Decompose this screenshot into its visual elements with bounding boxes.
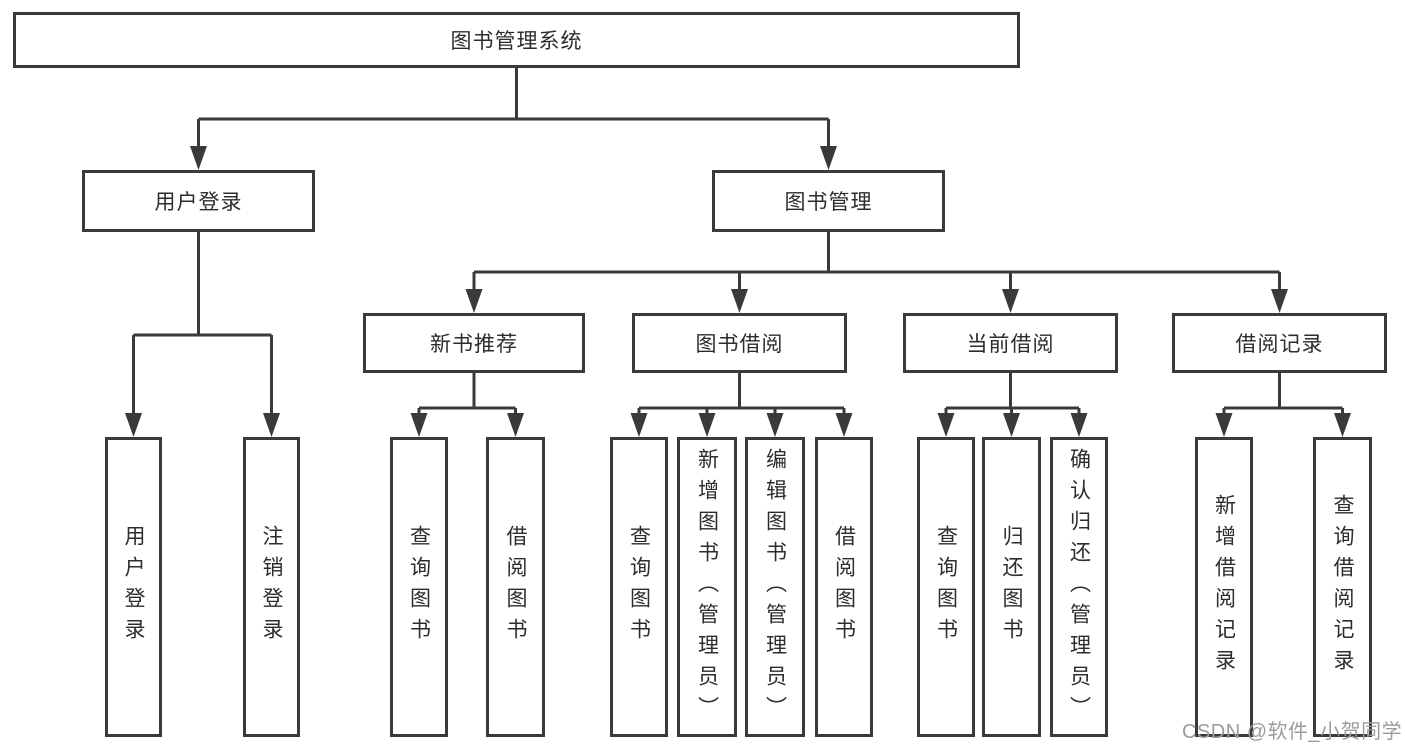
node-cb-query: 查询图书 bbox=[917, 437, 975, 737]
node-cb-return: 归还图书 bbox=[982, 437, 1041, 737]
arrowhead bbox=[190, 146, 207, 170]
node-label-book-mgmt: 图书管理 bbox=[784, 191, 873, 214]
arrowhead bbox=[1002, 289, 1019, 313]
node-nb-query: 查询图书 bbox=[390, 437, 448, 737]
arrowhead bbox=[465, 289, 483, 313]
arrowhead bbox=[630, 413, 648, 437]
node-label-cb-confirm: 确认归还（管理员） bbox=[1067, 447, 1091, 727]
node-label-bb-add: 新增图书（管理员） bbox=[695, 447, 719, 727]
arrowhead bbox=[1003, 413, 1020, 437]
node-label-cb-query: 查询图书 bbox=[934, 525, 958, 649]
arrowhead bbox=[766, 413, 784, 437]
arrowhead bbox=[1070, 413, 1088, 437]
connector-root bbox=[190, 68, 837, 170]
arrowhead bbox=[731, 289, 748, 313]
arrowhead bbox=[1271, 289, 1288, 313]
arrowhead bbox=[1215, 413, 1233, 437]
node-bb-edit: 编辑图书（管理员） bbox=[745, 437, 805, 737]
node-bb-query: 查询图书 bbox=[610, 437, 668, 737]
node-bb-add: 新增图书（管理员） bbox=[677, 437, 737, 737]
arrowhead bbox=[410, 413, 428, 437]
node-leaf-user-login: 用户登录 bbox=[105, 437, 162, 737]
connector-new-book-rec bbox=[410, 373, 524, 437]
connector-book-mgmt bbox=[465, 232, 1288, 313]
connector-borrow-records bbox=[1215, 373, 1351, 437]
connector-current-borrow bbox=[937, 373, 1088, 437]
connector-user-login bbox=[125, 232, 280, 437]
node-label-cb-return: 归还图书 bbox=[1000, 525, 1023, 649]
node-label-nb-borrow: 借阅图书 bbox=[504, 525, 527, 649]
node-br-query: 查询借阅记录 bbox=[1313, 437, 1372, 737]
node-bb-borrow: 借阅图书 bbox=[815, 437, 873, 737]
arrowhead bbox=[507, 413, 524, 437]
arrowhead bbox=[1334, 413, 1351, 437]
node-cb-confirm: 确认归还（管理员） bbox=[1050, 437, 1108, 737]
node-label-leaf-logout: 注销登录 bbox=[260, 525, 283, 649]
node-new-book-rec: 新书推荐 bbox=[363, 313, 585, 373]
node-leaf-logout: 注销登录 bbox=[243, 437, 300, 737]
node-label-borrow-records: 借阅记录 bbox=[1235, 333, 1324, 356]
node-root: 图书管理系统 bbox=[13, 12, 1020, 68]
node-br-add: 新增借阅记录 bbox=[1195, 437, 1253, 737]
node-label-book-borrow: 图书借阅 bbox=[695, 333, 784, 356]
node-label-root: 图书管理系统 bbox=[450, 30, 583, 53]
node-user-login: 用户登录 bbox=[82, 170, 315, 232]
node-book-mgmt: 图书管理 bbox=[712, 170, 945, 232]
node-label-bb-borrow: 借阅图书 bbox=[832, 525, 856, 649]
node-current-borrow: 当前借阅 bbox=[903, 313, 1118, 373]
connector-book-borrow bbox=[630, 373, 853, 437]
node-label-br-add: 新增借阅记录 bbox=[1212, 494, 1236, 680]
node-label-bb-query: 查询图书 bbox=[627, 525, 651, 649]
node-book-borrow: 图书借阅 bbox=[632, 313, 847, 373]
node-label-new-book-rec: 新书推荐 bbox=[430, 333, 518, 356]
arrowhead bbox=[263, 413, 280, 437]
watermark: CSDN @软件_小贺同学 bbox=[1182, 721, 1403, 743]
node-label-br-query: 查询借阅记录 bbox=[1331, 494, 1354, 680]
node-borrow-records: 借阅记录 bbox=[1172, 313, 1387, 373]
node-label-bb-edit: 编辑图书（管理员） bbox=[763, 447, 787, 727]
node-label-nb-query: 查询图书 bbox=[407, 525, 431, 649]
node-label-current-borrow: 当前借阅 bbox=[966, 333, 1055, 356]
arrowhead bbox=[125, 413, 142, 437]
node-label-user-login: 用户登录 bbox=[154, 191, 243, 214]
arrowhead bbox=[835, 413, 853, 437]
arrowhead bbox=[698, 413, 716, 437]
arrowhead bbox=[820, 146, 837, 170]
arrowhead bbox=[937, 413, 955, 437]
node-label-leaf-user-login: 用户登录 bbox=[122, 525, 145, 649]
node-nb-borrow: 借阅图书 bbox=[486, 437, 545, 737]
